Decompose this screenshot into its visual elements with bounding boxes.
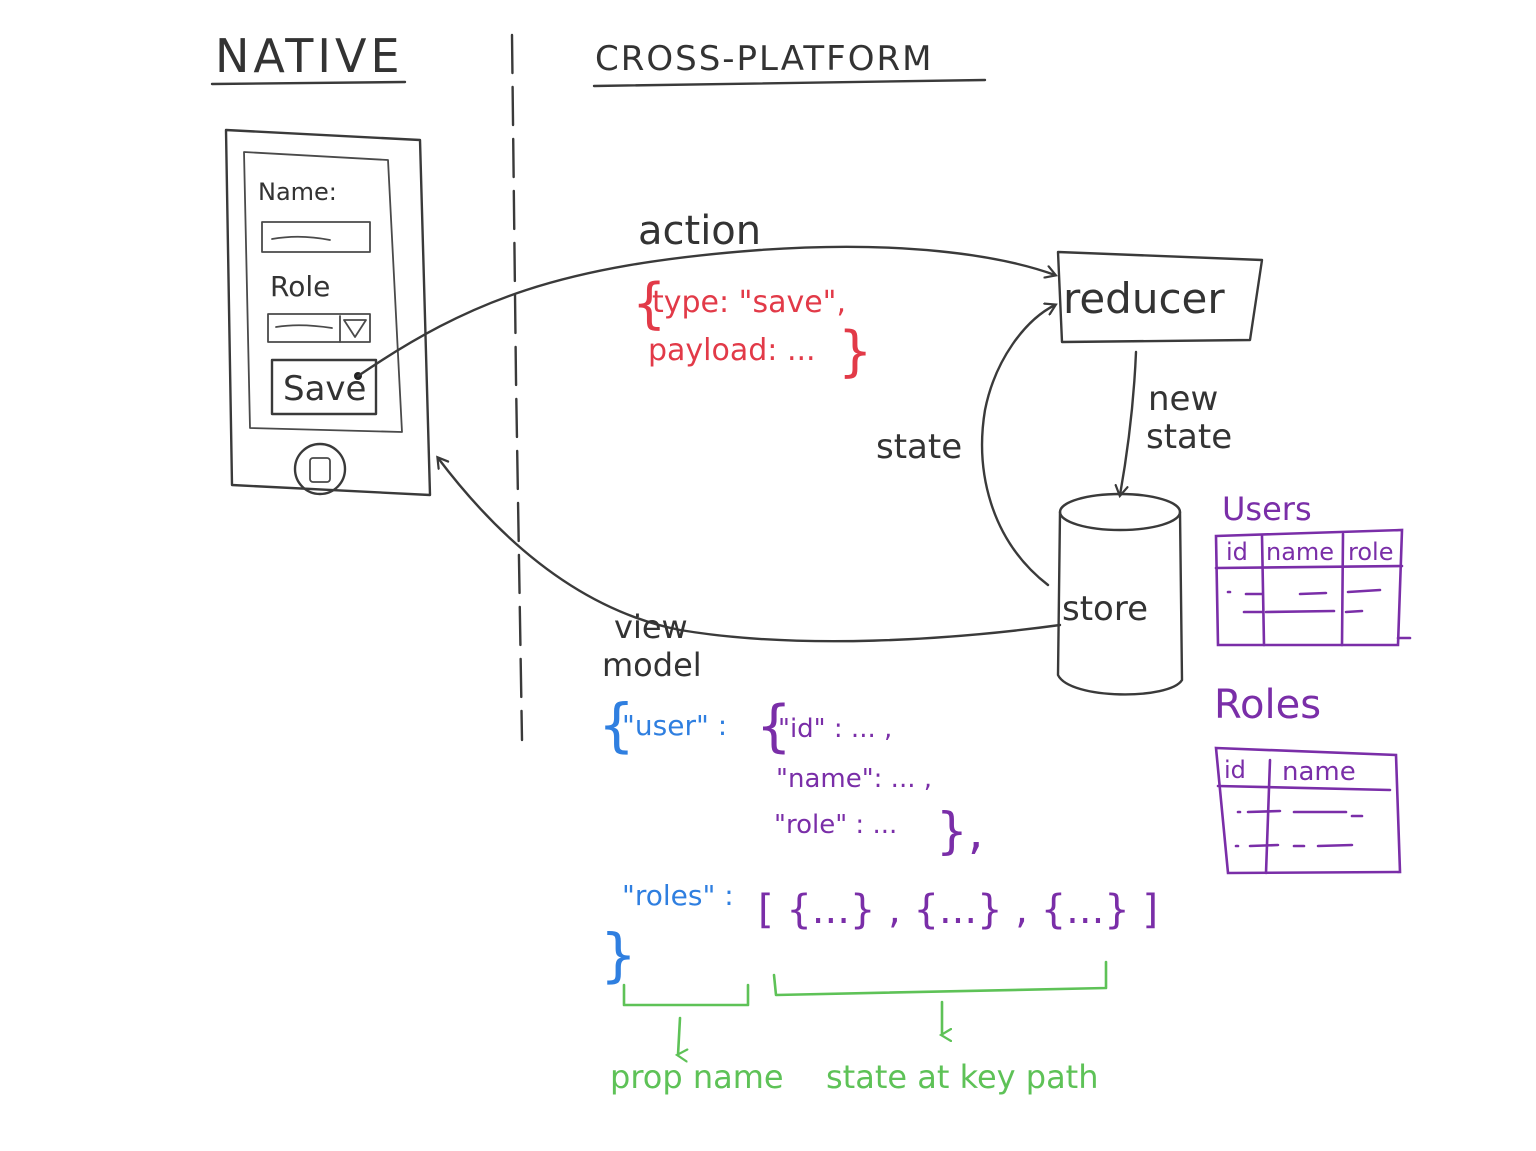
native-heading-text: NATIVE <box>215 29 404 83</box>
vm-user-role: "role" : ... <box>774 810 897 840</box>
vm-user-open-brace: { <box>756 694 792 759</box>
view-model-arrow: view model <box>438 458 1062 684</box>
reducer-box: reducer <box>1056 250 1264 344</box>
state-label: state <box>876 427 962 467</box>
action-arrow: action <box>354 208 1055 380</box>
roles-table-title: Roles <box>1214 682 1321 728</box>
save-button[interactable] <box>270 358 378 416</box>
prop-name-label: prop name <box>610 1058 784 1096</box>
users-col-id: id <box>1226 538 1248 566</box>
reducer-label: reducer <box>1063 274 1225 323</box>
users-table: Users id name role <box>1214 490 1412 647</box>
action-close-brace: } <box>838 320 872 383</box>
role-field-label: Role <box>270 270 330 303</box>
action-open-brace: { <box>632 272 666 335</box>
store-cylinder: store <box>1056 492 1184 696</box>
store-label: store <box>1062 589 1148 629</box>
state-arrow: state <box>876 305 1055 587</box>
users-col-name: name <box>1266 538 1334 566</box>
users-col-role: role <box>1348 538 1393 566</box>
roles-col-id: id <box>1224 756 1246 784</box>
vm-user-name: "name": ... , <box>776 764 932 794</box>
cross-platform-heading-text: CROSS-PLATFORM <box>595 39 933 79</box>
phone-mockup: Name: Role Save <box>224 128 432 497</box>
action-type-line: type: "save", <box>652 285 846 320</box>
role-select[interactable] <box>267 313 371 343</box>
vm-open-brace: { <box>598 691 635 759</box>
view-model-label-line2: model <box>602 646 702 684</box>
view-model-label-line1: view <box>614 608 688 646</box>
new-state-label-line2: state <box>1146 417 1232 457</box>
new-state-label-line1: new <box>1148 379 1218 419</box>
new-state-arrow: new state <box>1120 350 1232 495</box>
state-at-key-path-label: state at key path <box>826 1058 1099 1096</box>
prop-name-annotation: prop name <box>610 983 784 1096</box>
action-label: action <box>638 208 761 254</box>
roles-table: Roles id name <box>1214 682 1402 875</box>
roles-col-name: name <box>1282 757 1356 787</box>
users-table-title: Users <box>1222 490 1312 528</box>
vm-roles-key: "roles" : <box>622 879 734 912</box>
save-button-label: Save <box>283 369 366 409</box>
state-at-key-path-annotation: state at key path <box>772 960 1108 1096</box>
name-input[interactable] <box>261 221 371 253</box>
vm-user-id: "id" : ... , <box>778 714 892 744</box>
native-crossplatform-divider <box>510 33 524 742</box>
vm-close-brace: } <box>600 921 637 989</box>
phone-body <box>224 128 432 497</box>
chevron-down-icon <box>343 319 367 338</box>
vm-roles-value: [ {...} , {...} , {...} ] <box>758 887 1158 933</box>
native-heading: NATIVE <box>210 29 407 86</box>
name-field-label: Name: <box>258 178 337 206</box>
cross-platform-heading: CROSS-PLATFORM <box>592 39 987 88</box>
home-button-icon <box>309 457 331 483</box>
home-button[interactable] <box>293 442 347 496</box>
action-payload-line: payload: ... <box>648 333 816 368</box>
view-model-object: { "user" : { "id" : ... , "name": ... , … <box>598 691 1158 989</box>
action-object: { type: "save", payload: ... } <box>632 272 872 383</box>
vm-user-key: "user" : <box>622 709 727 742</box>
vm-user-close-brace: }, <box>936 802 984 860</box>
phone-screen <box>243 151 403 433</box>
